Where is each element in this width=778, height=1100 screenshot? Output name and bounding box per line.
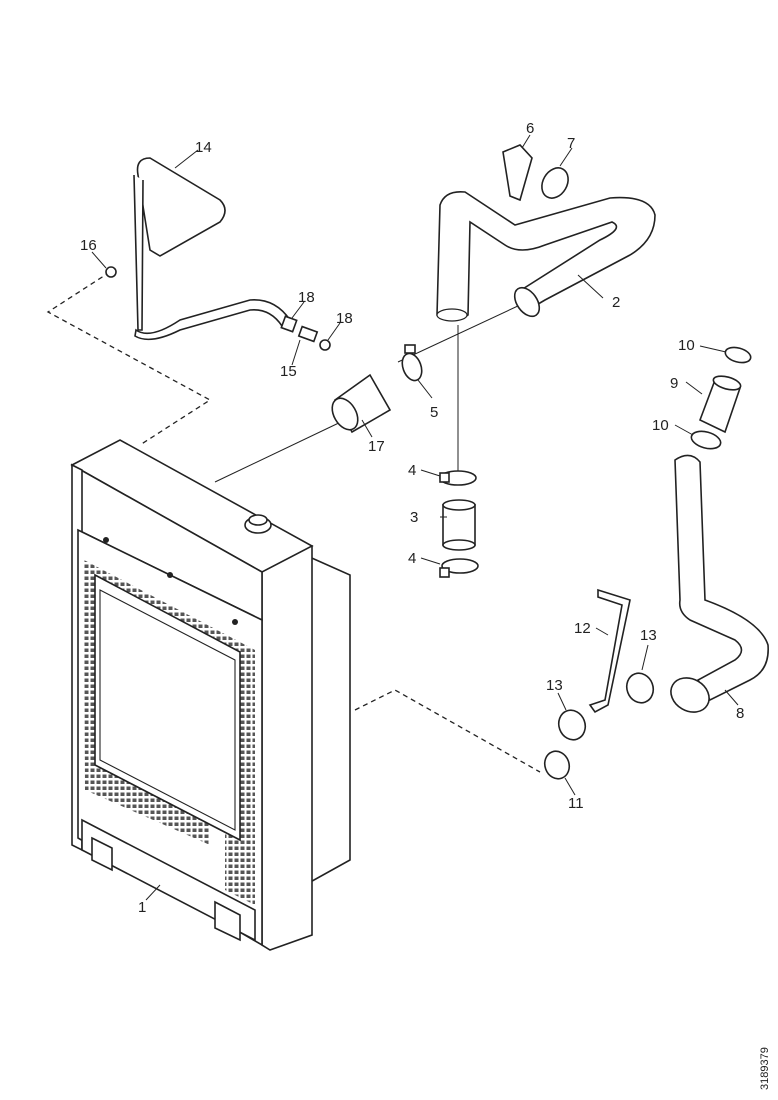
- callout-6: 6: [526, 120, 534, 137]
- clamp-13-left: [557, 709, 587, 741]
- callout-18-left: 18: [298, 289, 315, 306]
- clamp-13-right: [625, 672, 655, 704]
- callout-9: 9: [670, 375, 678, 392]
- callout-10-lower: 10: [652, 417, 669, 434]
- callout-10-upper: 10: [678, 337, 695, 354]
- callout-13-left: 13: [546, 677, 563, 694]
- callout-3: 3: [410, 509, 418, 526]
- callout-1: 1: [138, 899, 146, 916]
- callout-2: 2: [612, 294, 620, 311]
- clamp-5: [401, 344, 423, 382]
- hose-2: [436, 190, 656, 322]
- fitting-15-18: [280, 315, 331, 351]
- clamp-4-lower: [439, 558, 479, 578]
- callout-15: 15: [280, 363, 297, 380]
- callout-5: 5: [430, 404, 438, 421]
- bracket-12: [588, 588, 631, 714]
- reference-code: 3189379: [759, 1047, 771, 1090]
- callout-4-upper: 4: [408, 462, 416, 479]
- callout-leaders: [91, 134, 739, 901]
- nut-16: [105, 266, 117, 278]
- callout-14: 14: [195, 139, 212, 156]
- funnel-6: [502, 144, 533, 202]
- pipe-14: [133, 157, 292, 341]
- dashed-connection-lines: [46, 271, 541, 773]
- radiator-assembly: [70, 439, 351, 951]
- callout-4-lower: 4: [408, 550, 416, 567]
- sleeve-17: [331, 373, 392, 434]
- clamp-10-upper: [724, 346, 752, 364]
- callout-17: 17: [368, 438, 385, 455]
- callout-8: 8: [736, 705, 744, 722]
- clamp-4-upper: [439, 470, 477, 486]
- callout-7: 7: [567, 135, 575, 152]
- callout-11: 11: [568, 795, 584, 812]
- clamp-7: [541, 167, 569, 199]
- callout-18-right: 18: [336, 310, 353, 327]
- sleeve-3: [442, 499, 476, 551]
- callout-12: 12: [574, 620, 591, 637]
- hose-8: [670, 454, 769, 713]
- clamp-10-lower: [690, 430, 722, 450]
- sleeve-9: [698, 375, 742, 434]
- callout-labels: 1 2 3 4 4 5 6 7 8 9 10 10 11 12 13 13 14…: [80, 120, 744, 916]
- callout-16: 16: [80, 237, 97, 254]
- clamp-11: [543, 750, 571, 780]
- callout-13-right: 13: [640, 627, 657, 644]
